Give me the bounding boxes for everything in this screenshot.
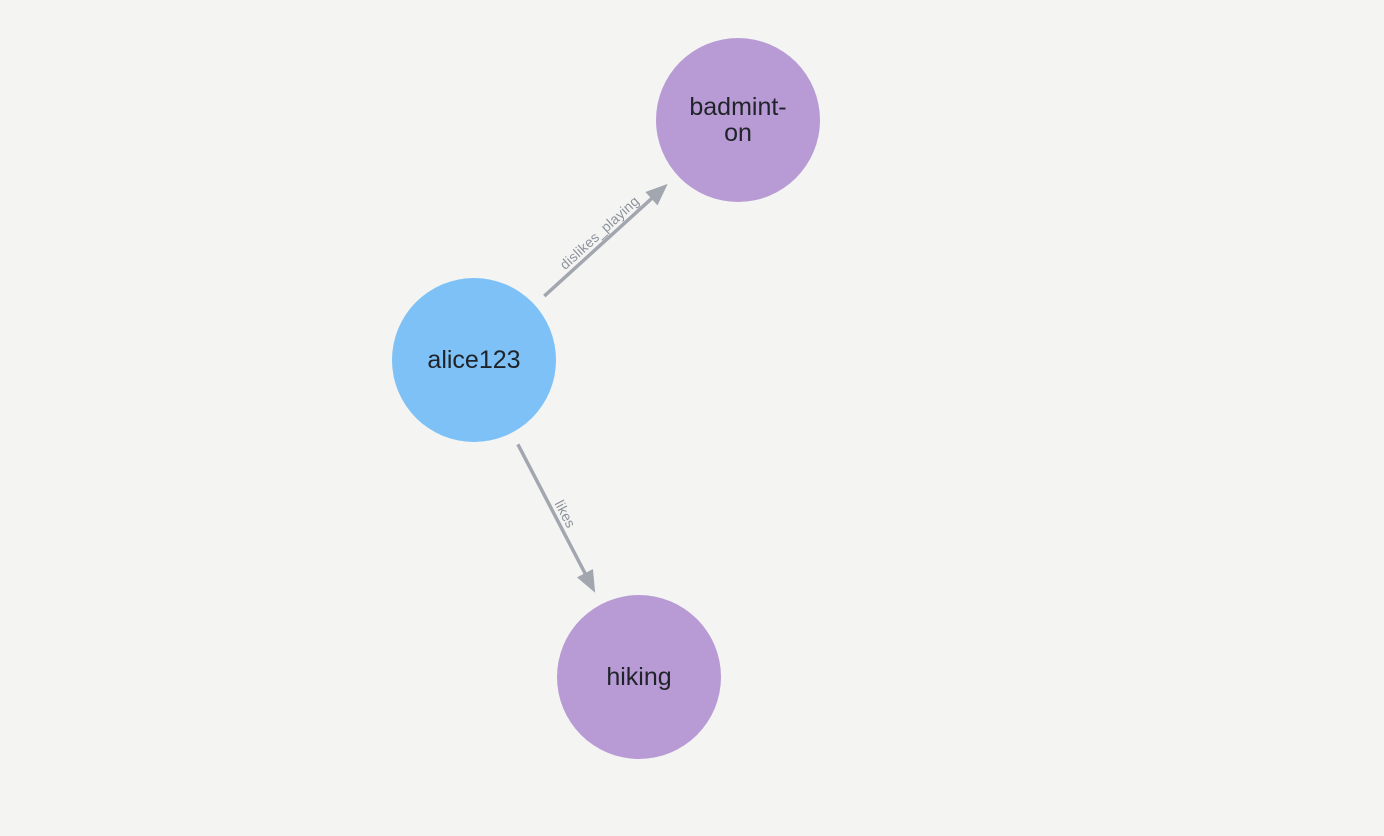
graph-node-hiking[interactable]: hiking: [557, 595, 721, 759]
edge-label[interactable]: dislikes_playing: [556, 193, 642, 273]
graph-node-alice123[interactable]: alice123: [392, 278, 556, 442]
node-circle[interactable]: [392, 278, 556, 442]
node-circle[interactable]: [656, 38, 820, 202]
arrowhead-icon: [576, 569, 596, 593]
graph-edge-likes: likes: [516, 443, 596, 593]
edge-line[interactable]: [516, 443, 588, 577]
node-circle[interactable]: [557, 595, 721, 759]
edge-line[interactable]: [543, 195, 655, 298]
graph-node-badminton[interactable]: badmint-on: [656, 38, 820, 202]
arrowhead-icon: [645, 183, 668, 206]
graph-edge-dislikes_playing: dislikes_playing: [543, 183, 668, 298]
